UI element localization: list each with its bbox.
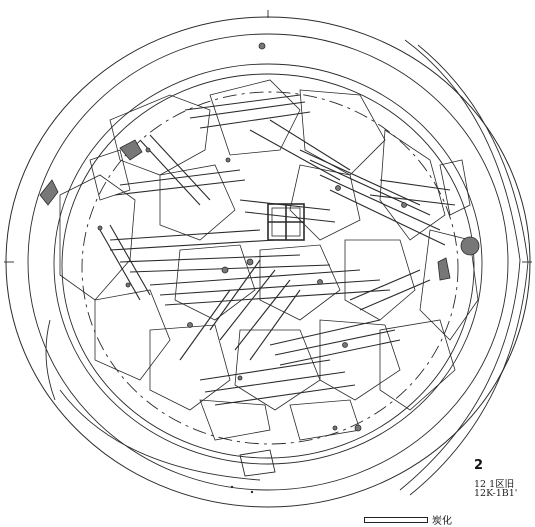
inner-rim-3 xyxy=(61,73,475,459)
outer-rim xyxy=(5,16,531,508)
charred-fragments xyxy=(39,42,480,432)
central-frame xyxy=(267,203,305,241)
caption-line-2: 12K-1B1' xyxy=(474,488,518,499)
floor-edge xyxy=(81,91,459,445)
right-band xyxy=(399,39,521,491)
scale-bar-icon xyxy=(364,517,428,523)
inner-rim-1 xyxy=(27,33,509,491)
inner-rim-2 xyxy=(53,63,483,465)
scale-label: 炭化 xyxy=(432,516,452,527)
stone-blocks xyxy=(59,79,479,441)
figure-number: 2 xyxy=(474,458,484,473)
charred-wood-lines xyxy=(99,94,456,406)
caption-line-1: 12 1区旧 xyxy=(474,479,515,490)
